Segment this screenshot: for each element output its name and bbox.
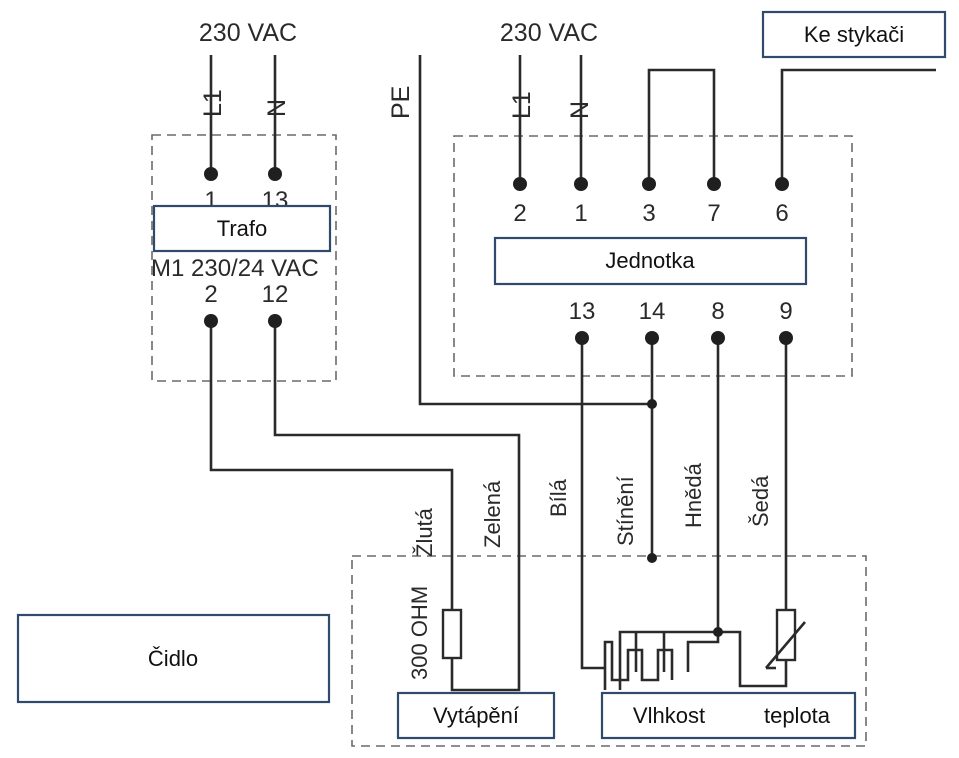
terminal-trafo-12 bbox=[268, 314, 282, 328]
contactor-label: Ke stykači bbox=[804, 22, 904, 47]
right-l1-label: L1 bbox=[508, 91, 536, 119]
trafo-label-box bbox=[152, 204, 332, 253]
wire-pe bbox=[418, 55, 652, 406]
unit-pin-7: 7 bbox=[707, 200, 720, 227]
terminal-trafo-13 bbox=[268, 167, 282, 181]
sensor-label-box bbox=[16, 613, 331, 704]
trafo-pin-2: 2 bbox=[204, 281, 217, 308]
terminal-unit-13 bbox=[575, 331, 589, 345]
terminal-unit-1 bbox=[574, 177, 588, 191]
unit-pin-6: 6 bbox=[775, 200, 788, 227]
trafo-enclosure bbox=[151, 134, 337, 382]
wire-label-seda: Šedá bbox=[748, 475, 773, 527]
unit-pin-9: 9 bbox=[779, 298, 792, 325]
unit-pin-13: 13 bbox=[569, 298, 596, 325]
left-supply-voltage: 230 VAC bbox=[199, 19, 297, 47]
left-l1-label: L1 bbox=[199, 89, 227, 117]
wire-bridge-3-7 bbox=[647, 68, 716, 184]
right-supply-voltage: 230 VAC bbox=[500, 19, 598, 47]
temperature-label: teplota bbox=[764, 703, 831, 728]
thermistor-slash bbox=[765, 621, 806, 669]
sensor-enclosure bbox=[351, 555, 867, 747]
heating-label: Vytápění bbox=[433, 703, 519, 728]
terminal-unit-14 bbox=[645, 331, 659, 345]
unit-enclosure bbox=[453, 135, 853, 377]
trafo-label: Trafo bbox=[217, 216, 268, 241]
pe-label: PE bbox=[387, 86, 415, 119]
left-n-label: N bbox=[263, 99, 291, 117]
terminal-unit-6 bbox=[775, 177, 789, 191]
wire-thermistor-return bbox=[718, 630, 788, 688]
terminal-trafo-2 bbox=[204, 314, 218, 328]
humidity-label: Vlhkost bbox=[633, 703, 705, 728]
terminal-unit-7 bbox=[707, 177, 721, 191]
terminal-unit-3 bbox=[642, 177, 656, 191]
wire-trafo-2-yellow bbox=[209, 321, 454, 612]
unit-pin-14: 14 bbox=[639, 298, 666, 325]
wire-trafo-12-green bbox=[273, 321, 521, 692]
junction-pe-shield bbox=[647, 399, 657, 409]
terminal-unit-9 bbox=[779, 331, 793, 345]
terminal-unit-8 bbox=[711, 331, 725, 345]
sensor-label: Čidlo bbox=[148, 646, 198, 671]
wire-label-bila: Bílá bbox=[546, 478, 571, 517]
wire-label-hneda: Hnědá bbox=[681, 462, 706, 528]
contactor-label-box bbox=[761, 10, 947, 59]
terminal-trafo-1 bbox=[204, 167, 218, 181]
unit-pin-1: 1 bbox=[574, 200, 587, 227]
trafo-model: M1 230/24 VAC bbox=[151, 255, 319, 282]
unit-pin-2: 2 bbox=[513, 200, 526, 227]
wire-label-zluta: Žlutá bbox=[412, 507, 437, 557]
heating-label-box bbox=[396, 691, 556, 740]
resistor-value: 300 OHM bbox=[407, 586, 432, 680]
humidity-comb-left bbox=[603, 640, 674, 690]
wire-label-stineni: Stínění bbox=[613, 476, 638, 546]
junction-shield-sensor bbox=[647, 553, 657, 563]
terminal-unit-2 bbox=[513, 177, 527, 191]
unit-pin-3: 3 bbox=[642, 200, 655, 227]
unit-label-box bbox=[493, 236, 808, 286]
humidity-temperature-box bbox=[600, 691, 857, 740]
unit-label: Jednotka bbox=[605, 248, 695, 273]
wire-to-contactor bbox=[780, 68, 936, 184]
trafo-pin-12: 12 bbox=[262, 281, 289, 308]
unit-pin-8: 8 bbox=[711, 298, 724, 325]
heater-resistor bbox=[441, 608, 463, 660]
wire-13-white bbox=[580, 338, 605, 670]
junction-brown-sensor bbox=[713, 627, 723, 637]
wire-label-zelena: Zelená bbox=[480, 480, 505, 548]
